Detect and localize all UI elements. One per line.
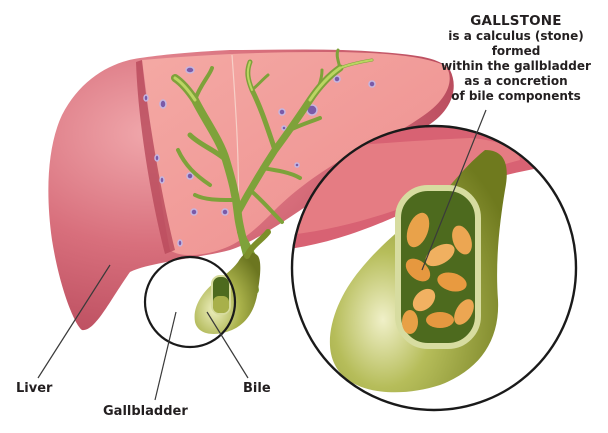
label-liver: Liver bbox=[16, 381, 53, 396]
callout-line: as a concretion bbox=[464, 74, 568, 88]
liver bbox=[48, 48, 454, 331]
large-magnifier-ring bbox=[290, 124, 578, 412]
small-magnifier-ring bbox=[143, 255, 237, 349]
callout-line: is a calculus (stone) formed bbox=[448, 29, 584, 58]
label-gallbladder: Gallbladder bbox=[103, 404, 188, 419]
gallbladder-small bbox=[194, 229, 271, 334]
gallstones bbox=[402, 212, 474, 334]
callout-line: within the gallbladder bbox=[441, 59, 591, 73]
callout-title: GALLSTONE bbox=[470, 13, 562, 29]
gallstone-callout: GALLSTONE is a calculus (stone) formed w… bbox=[428, 14, 604, 104]
leader-lines bbox=[37, 109, 487, 401]
callout-line: of bile components bbox=[451, 89, 581, 103]
magnified-gallbladder bbox=[290, 124, 578, 412]
label-bile: Bile bbox=[243, 381, 271, 396]
